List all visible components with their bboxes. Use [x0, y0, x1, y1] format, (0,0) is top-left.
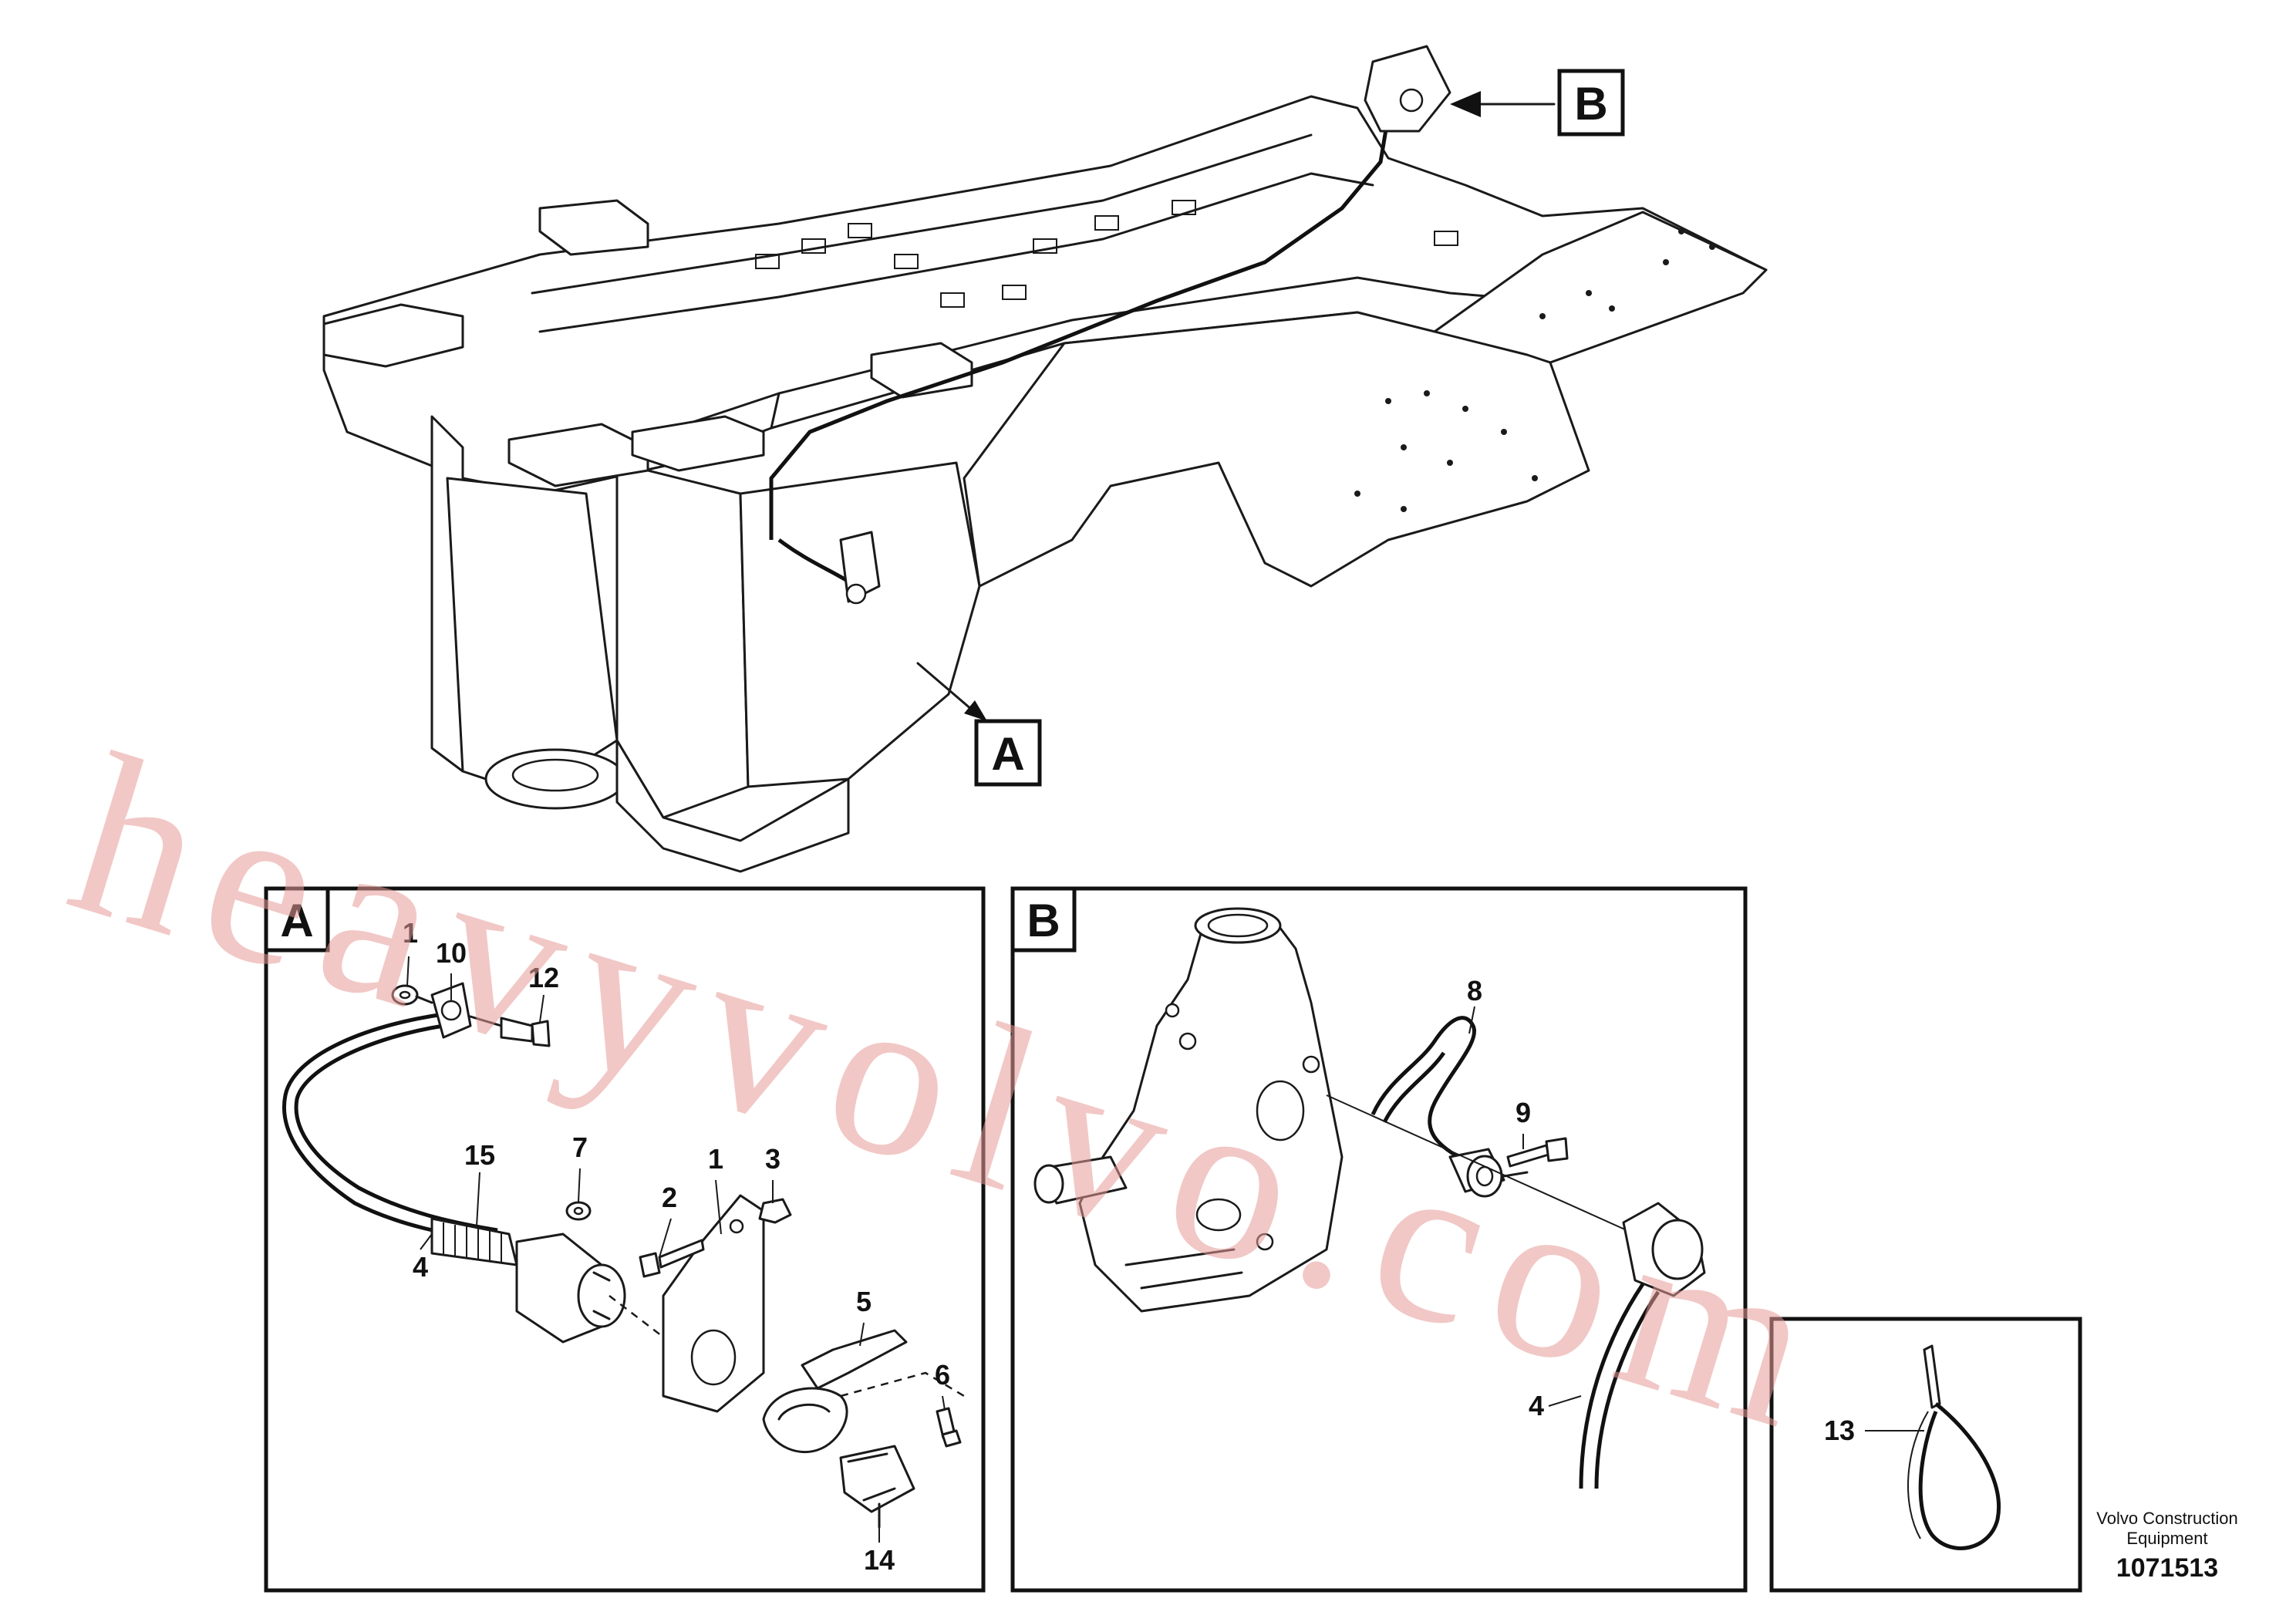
callout-b-label: B — [1574, 78, 1607, 130]
part-number-4-b: 4 — [1529, 1390, 1544, 1421]
detail-panel-a: A — [264, 886, 986, 1593]
part-number-15: 15 — [464, 1139, 495, 1171]
callout-a: A — [916, 662, 1042, 787]
part-number-14: 14 — [864, 1544, 895, 1576]
part-number-1-bracket: 1 — [708, 1143, 723, 1175]
machine-frame-overview — [322, 45, 1768, 873]
detail-panel-b: B — [1010, 886, 1748, 1593]
callout-b: B — [1450, 69, 1625, 137]
part-number-9: 9 — [1515, 1097, 1531, 1128]
part-number-8: 8 — [1467, 975, 1482, 1007]
callout-a-label: A — [991, 728, 1024, 780]
part-number-13: 13 — [1824, 1415, 1855, 1446]
detail-panel-cable-tie — [1769, 1317, 2082, 1593]
part-number-1-top: 1 — [403, 917, 418, 949]
brand-line-1: Volvo Construction — [2096, 1509, 2237, 1528]
part-number-12: 12 — [528, 962, 559, 993]
part-number-3: 3 — [765, 1143, 781, 1175]
document-number: 1071513 — [2116, 1553, 2218, 1583]
part-number-7: 7 — [572, 1131, 588, 1163]
panel-b-label: B — [1027, 895, 1060, 946]
panel-a-label: A — [280, 895, 313, 946]
brand-line-2: Equipment — [2126, 1529, 2207, 1548]
part-number-10: 10 — [436, 937, 467, 969]
part-number-2: 2 — [662, 1182, 677, 1213]
part-number-6: 6 — [935, 1359, 950, 1391]
part-number-4-a: 4 — [413, 1251, 428, 1283]
part-number-5: 5 — [856, 1286, 872, 1317]
